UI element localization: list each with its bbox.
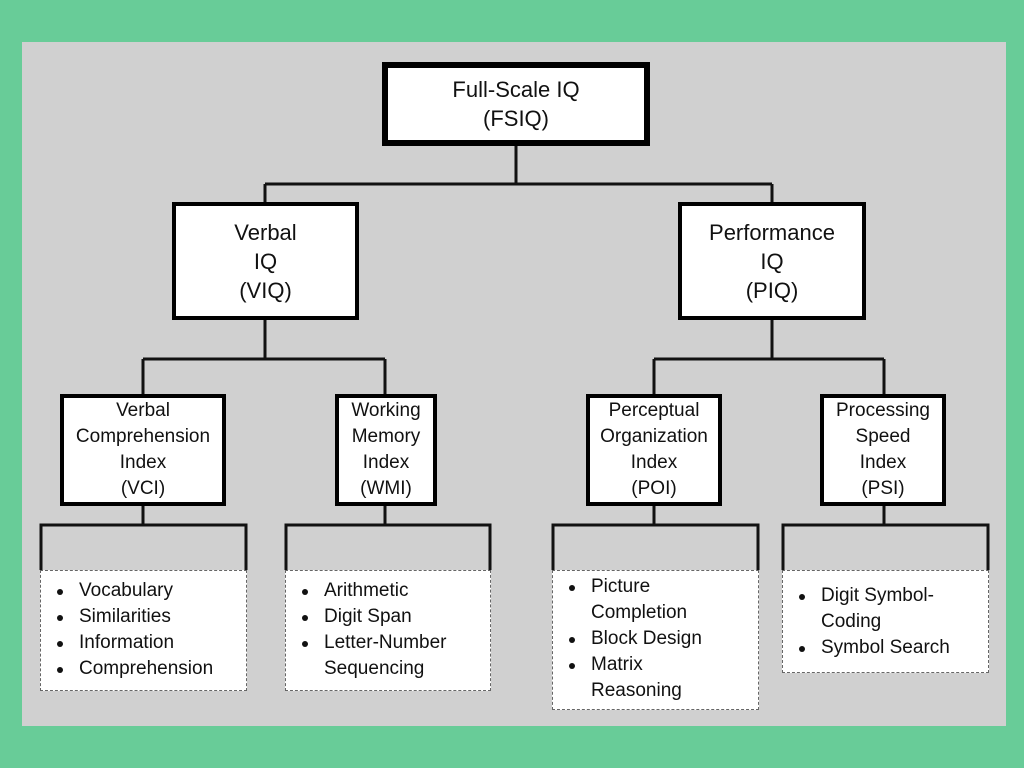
list-item: Letter-Number Sequencing (286, 630, 490, 682)
wmi-abbrev: (WMI) (360, 478, 412, 499)
poi-box: Perceptual Organization Index (POI) (586, 394, 722, 506)
diagram-panel: Full-Scale IQ (FSIQ) Verbal IQ (VIQ) Per… (22, 42, 1006, 726)
subtest-label-line1: Picture (591, 576, 651, 597)
poi-label-line1: Perceptual (608, 400, 700, 421)
subtest-label: Similarities (79, 606, 171, 627)
viq-box: Verbal IQ (VIQ) (172, 202, 359, 320)
vci-box: Verbal Comprehension Index (VCI) (60, 394, 226, 506)
subtest-label-line1: Digit Symbol- (821, 585, 934, 606)
list-item: Similarities (41, 604, 246, 630)
psi-label-line3: Index (859, 452, 907, 473)
list-item: Information (41, 630, 246, 656)
psi-subtest-list: Digit Symbol- Coding Symbol Search (782, 570, 989, 673)
vci-subtest-list: Vocabulary Similarities Information Comp… (40, 570, 247, 691)
poi-abbrev: (POI) (631, 478, 677, 499)
psi-label-line2: Speed (855, 426, 911, 447)
vci-label-line2: Comprehension (75, 426, 211, 447)
list-item: Arithmetic (286, 578, 490, 604)
subtest-label-line2: Coding (821, 611, 882, 632)
piq-box: Performance IQ (PIQ) (678, 202, 866, 320)
subtest-label-line2: Completion (591, 602, 688, 623)
vci-label-line3: Index (119, 452, 167, 473)
psi-box: Processing Speed Index (PSI) (820, 394, 946, 506)
piq-label-line1: Performance (709, 219, 835, 245)
list-item: Vocabulary (41, 578, 246, 604)
wmi-label-line1: Working (351, 400, 421, 421)
list-item: Block Design (553, 626, 758, 652)
wmi-label-line2: Memory (351, 426, 421, 447)
psi-label-line1: Processing (836, 400, 930, 421)
subtest-label: Information (79, 632, 175, 653)
vci-abbrev: (VCI) (120, 478, 166, 499)
subtest-label-line1: Matrix (591, 654, 643, 675)
poi-subtest-list: Picture Completion Block Design Matrix R… (552, 570, 759, 710)
fsiq-box: Full-Scale IQ (FSIQ) (382, 62, 650, 146)
poi-label-line2: Organization (600, 426, 708, 447)
subtest-label-line1: Letter-Number (324, 632, 447, 653)
list-item: Digit Symbol- Coding (783, 583, 988, 635)
piq-abbrev: (PIQ) (745, 277, 799, 303)
list-item: Symbol Search (783, 635, 988, 661)
subtest-label: Symbol Search (821, 637, 950, 658)
wmi-box: Working Memory Index (WMI) (335, 394, 437, 506)
subtest-label-line2: Sequencing (324, 658, 425, 679)
connector-lines (39, 142, 990, 570)
subtest-label: Block Design (591, 628, 702, 649)
list-item: Picture Completion (553, 574, 758, 626)
psi-abbrev: (PSI) (861, 478, 905, 499)
subtest-label: Vocabulary (79, 580, 174, 601)
poi-label-line3: Index (630, 452, 678, 473)
list-item: Comprehension (41, 656, 246, 682)
vci-label-line1: Verbal (116, 400, 170, 421)
list-item: Matrix Reasoning (553, 652, 758, 704)
subtest-label-line2: Reasoning (591, 680, 682, 701)
viq-abbrev: (VIQ) (239, 277, 292, 303)
piq-label-line2: IQ (760, 248, 784, 274)
viq-label-line2: IQ (253, 248, 278, 274)
wmi-label-line3: Index (362, 452, 410, 473)
subtest-label: Arithmetic (324, 580, 409, 601)
subtest-label: Digit Span (324, 606, 412, 627)
fsiq-label: Full-Scale IQ (452, 77, 580, 102)
wmi-subtest-list: Arithmetic Digit Span Letter-Number Sequ… (285, 570, 491, 691)
fsiq-abbrev: (FSIQ) (483, 106, 549, 131)
viq-label-line1: Verbal (234, 219, 297, 245)
subtest-label: Comprehension (79, 658, 214, 679)
list-item: Digit Span (286, 604, 490, 630)
